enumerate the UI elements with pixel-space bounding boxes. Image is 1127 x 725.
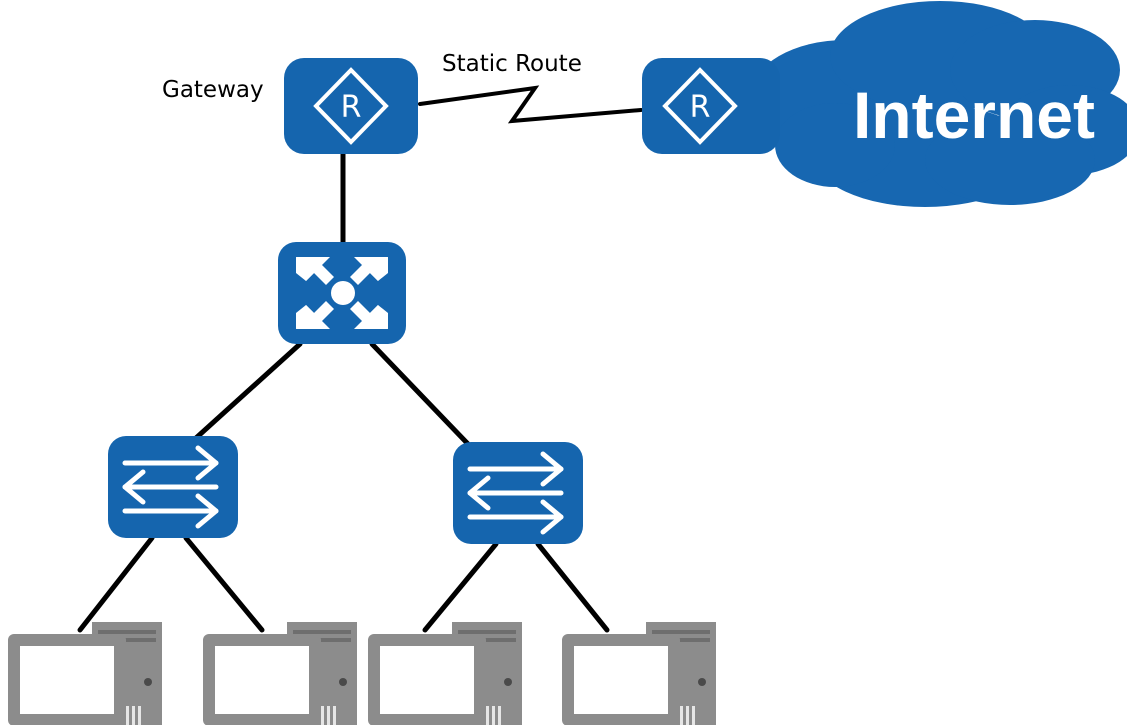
static-route-label: Static Route bbox=[442, 51, 582, 77]
internet-cloud: Internet bbox=[751, 1, 1127, 207]
svg-text:R: R bbox=[690, 90, 711, 125]
switch-arrows-icon bbox=[122, 445, 219, 529]
link-access-switch-left-to-pc-2 bbox=[183, 535, 265, 633]
router-icon: R bbox=[662, 67, 738, 145]
pc-1[interactable] bbox=[8, 622, 162, 725]
pc-2[interactable] bbox=[203, 622, 357, 725]
router-icon: R bbox=[313, 67, 389, 145]
access-switch-left[interactable] bbox=[108, 436, 238, 538]
gateway-router[interactable]: R bbox=[284, 58, 418, 154]
link-core-switch-to-access-switch-right bbox=[369, 341, 471, 447]
access-switch-right[interactable] bbox=[453, 442, 583, 544]
pc-4[interactable] bbox=[562, 622, 716, 725]
core-switch[interactable] bbox=[278, 242, 406, 344]
link-access-switch-right-to-pc-3 bbox=[422, 541, 499, 633]
link-core-switch-to-access-switch-left bbox=[193, 341, 303, 441]
svg-text:R: R bbox=[341, 90, 362, 125]
links bbox=[77, 85, 643, 633]
static-route-serial-link bbox=[418, 85, 643, 124]
computer-icon bbox=[368, 622, 522, 725]
computer-icon bbox=[203, 622, 357, 725]
switch-arrows-icon bbox=[467, 451, 564, 535]
computer-icon bbox=[562, 622, 716, 725]
cloud-shape bbox=[751, 1, 1127, 207]
pc-3[interactable] bbox=[368, 622, 522, 725]
computer-icon bbox=[8, 622, 162, 725]
layer3-switch-icon bbox=[296, 257, 388, 329]
link-access-switch-right-to-pc-4 bbox=[535, 541, 610, 633]
internet-label: Internet bbox=[853, 78, 1095, 152]
isp-router[interactable]: R bbox=[642, 58, 780, 154]
link-access-switch-left-to-pc-1 bbox=[77, 535, 155, 633]
gateway-label: Gateway bbox=[162, 77, 264, 103]
